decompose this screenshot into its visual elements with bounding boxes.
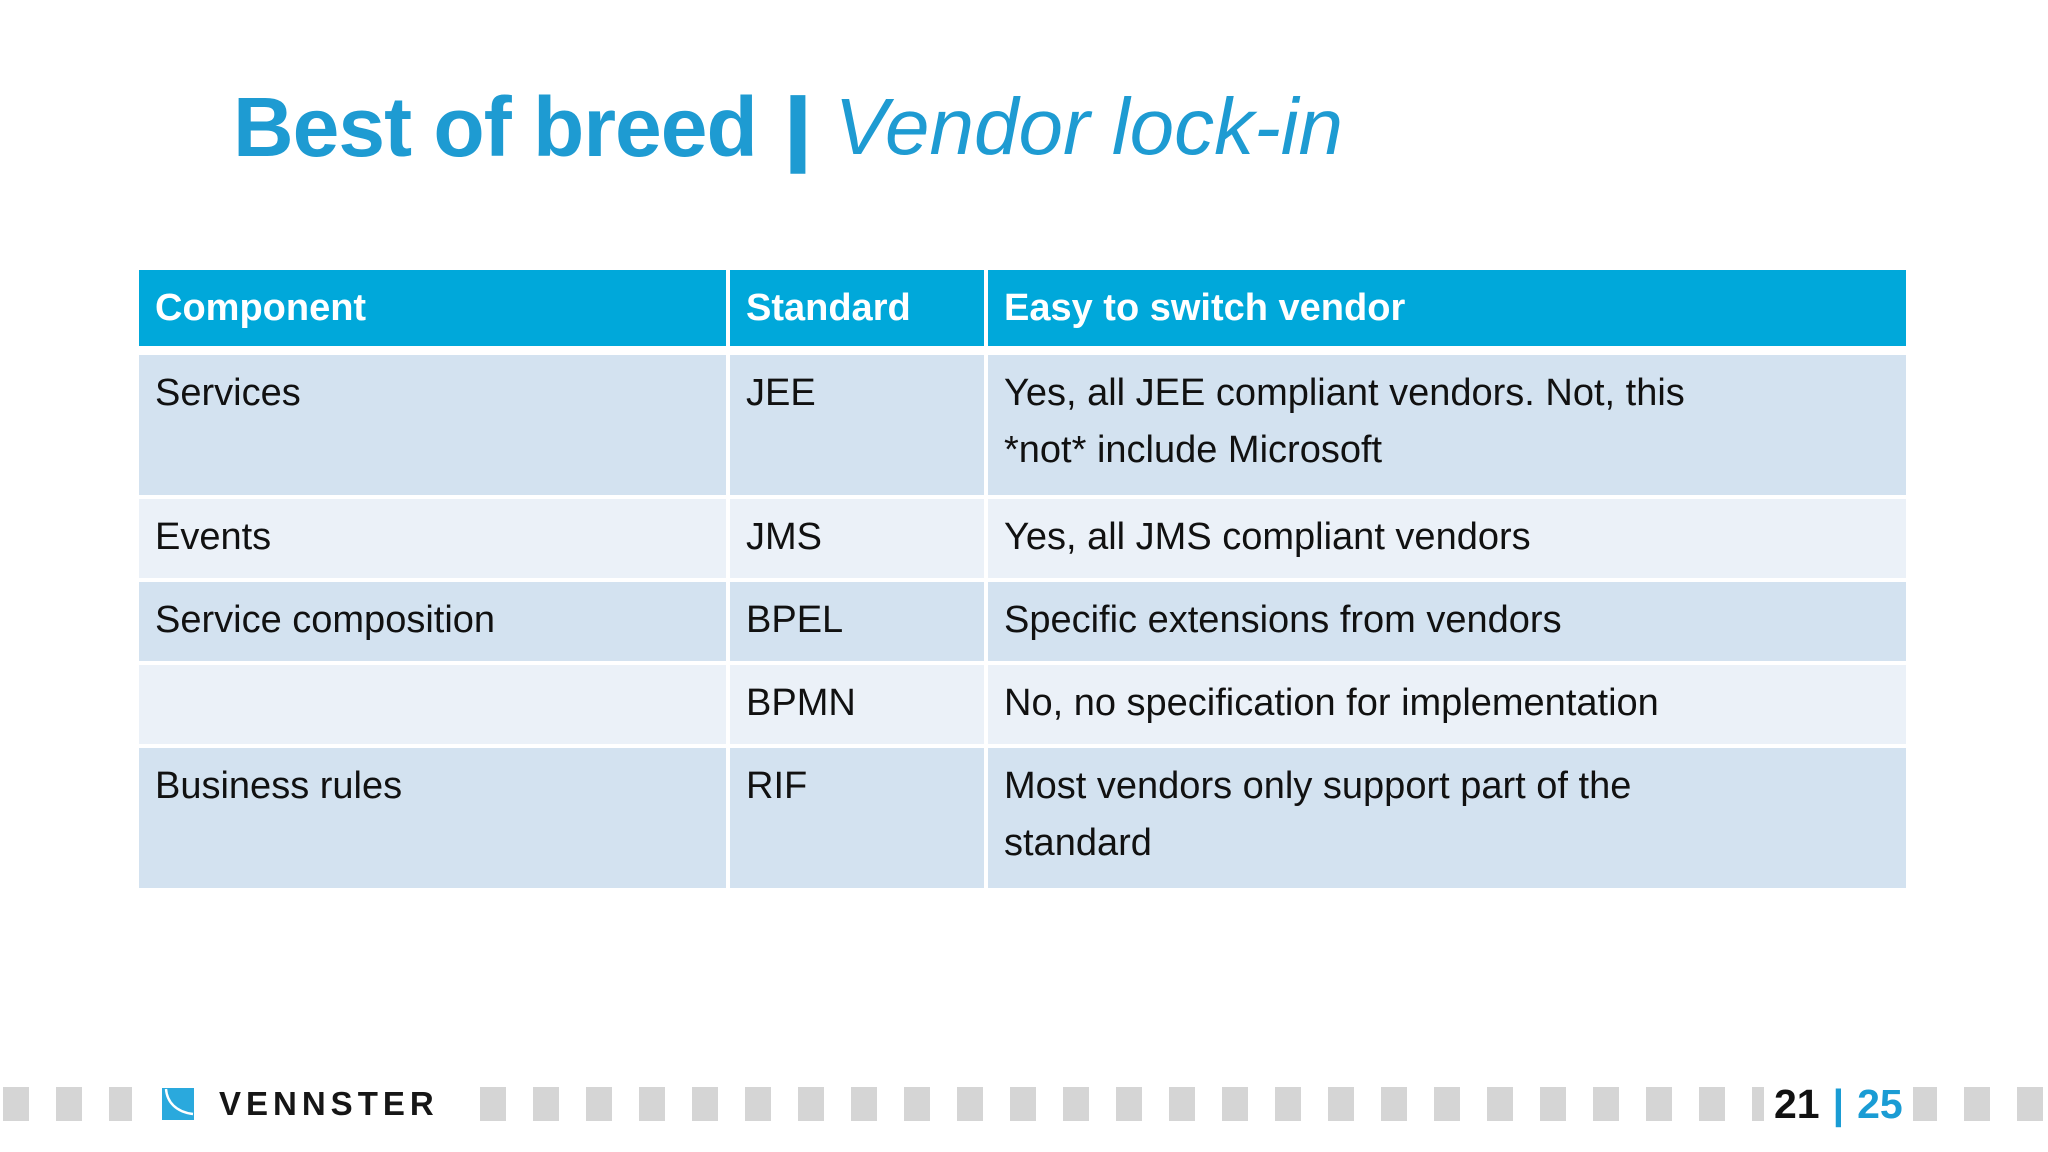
table-row-service-composition: Service composition BPEL Specific extens… (139, 582, 1908, 661)
table-row-services: Services JEE Yes, all JEE compliant vend… (139, 355, 1908, 495)
cell-component: Services (139, 355, 726, 495)
page-total-number: 25 (1857, 1080, 1903, 1127)
title-main: Best of breed (233, 80, 758, 174)
footer-dotted-band (0, 1087, 2048, 1121)
title-separator: | (773, 80, 822, 174)
cell-component: Business rules (139, 748, 726, 888)
vennster-logo-mark-icon (162, 1088, 194, 1120)
header-cell-standard: Standard (730, 270, 984, 346)
header-cell-component: Component (139, 270, 726, 346)
cell-component: Service composition (139, 582, 726, 661)
header-cell-easy-to-switch: Easy to switch vendor (988, 270, 1906, 346)
page-number-separator: | (1832, 1080, 1845, 1127)
cell-vendor: Yes, all JMS compliant vendors (988, 499, 1906, 578)
title-subtitle: Vendor lock-in (834, 82, 1344, 171)
table-row-business-rules: Business rules RIF Most vendors only sup… (139, 748, 1908, 888)
cell-standard: BPMN (730, 665, 984, 744)
vennster-logo: VENNSTER (132, 1078, 463, 1130)
slide-title: Best of breed | Vendor lock-in (233, 72, 1343, 182)
cell-standard: RIF (730, 748, 984, 888)
vennster-logo-text: VENNSTER (219, 1085, 439, 1122)
cell-vendor: No, no specification for implementation (988, 665, 1906, 744)
table-row-events: Events JMS Yes, all JMS compliant vendor… (139, 499, 1908, 578)
cell-standard: BPEL (730, 582, 984, 661)
page-indicator: 21 | 25 (1764, 1078, 1913, 1130)
cell-component: Events (139, 499, 726, 578)
vendor-lockin-table: Component Standard Easy to switch vendor… (139, 270, 1908, 892)
table-row-bpmn: BPMN No, no specification for implementa… (139, 665, 1908, 744)
cell-vendor: Most vendors only support part of the st… (988, 748, 1906, 888)
cell-standard: JMS (730, 499, 984, 578)
cell-standard: JEE (730, 355, 984, 495)
table-header-row: Component Standard Easy to switch vendor (139, 270, 1908, 346)
cell-vendor: Specific extensions from vendors (988, 582, 1906, 661)
cell-component (139, 665, 726, 744)
cell-vendor: Yes, all JEE compliant vendors. Not, thi… (988, 355, 1906, 495)
page-current-number: 21 (1774, 1080, 1820, 1127)
